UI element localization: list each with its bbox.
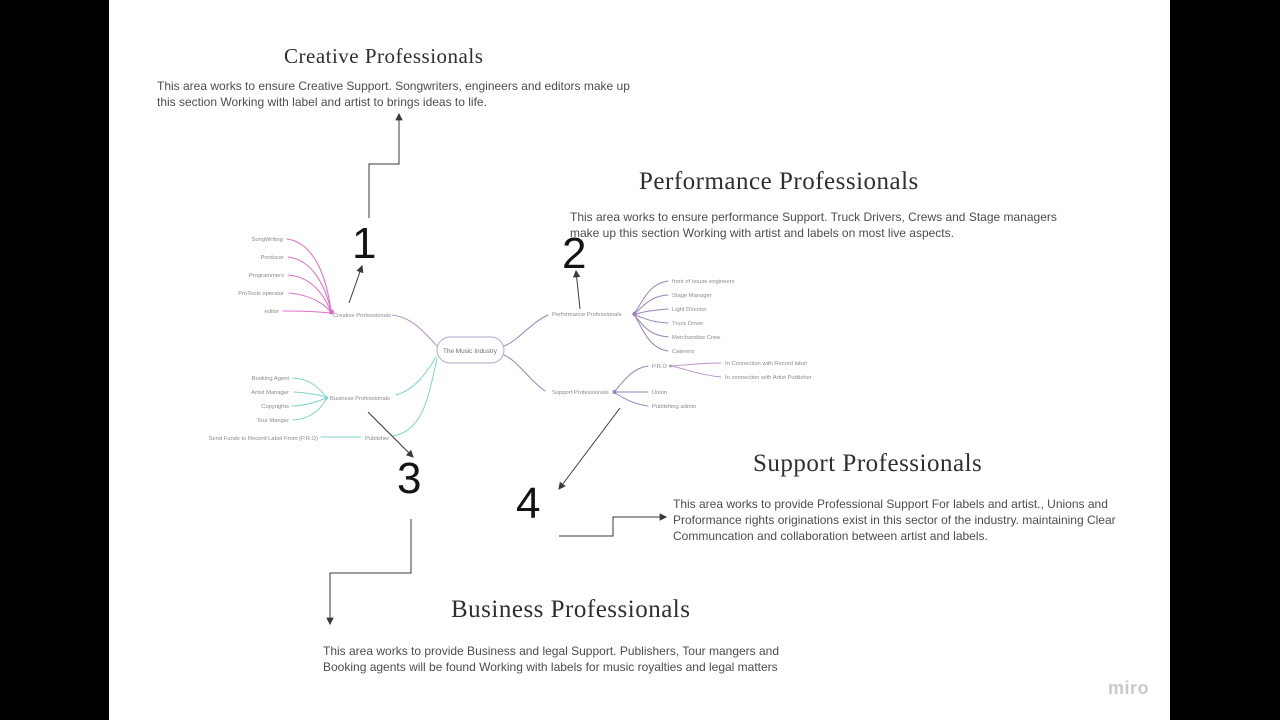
- connector-foh-engineers[interactable]: [634, 280, 669, 313]
- number-1[interactable]: 1: [352, 219, 377, 268]
- connector-editor[interactable]: [282, 310, 331, 314]
- connector-protools[interactable]: [288, 292, 332, 313]
- board-canvas[interactable]: [109, 0, 1170, 720]
- text-line: Booking agents will be found Working wit…: [323, 660, 778, 674]
- connector-caterers[interactable]: [634, 315, 669, 352]
- connector-copyrights[interactable]: [291, 397, 327, 407]
- arrow-support-node-to-4[interactable]: [558, 407, 621, 490]
- connector-publishing-admin[interactable]: [614, 392, 649, 407]
- connector-artist-manager[interactable]: [293, 391, 327, 398]
- support-description[interactable]: This area works to provide Professional …: [673, 496, 1116, 544]
- arrow-creative-node-to-1[interactable]: [348, 264, 364, 304]
- text-line: make up this section Working with artist…: [570, 226, 954, 240]
- text-line: This area works to ensure performance Su…: [570, 210, 1057, 224]
- support-junction-dot: [612, 390, 617, 394]
- number-3[interactable]: 3: [397, 454, 422, 503]
- annotation-arrows: [326, 112, 668, 626]
- connector-artist-publisher[interactable]: [670, 365, 722, 378]
- connector-producer[interactable]: [287, 256, 332, 312]
- connector-truck-driver[interactable]: [634, 314, 669, 324]
- node-creative-professionals[interactable]: Creative Professionals: [333, 313, 391, 319]
- node-tour-manger[interactable]: Tour Manger: [256, 418, 289, 424]
- connector-creative-root[interactable]: [391, 314, 438, 347]
- creative-title[interactable]: Creative Professionals: [284, 44, 484, 68]
- connector-programmers[interactable]: [287, 274, 332, 313]
- node-record-label-connection[interactable]: In Connection with Record label: [725, 361, 807, 367]
- node-stage-manager[interactable]: Stage Manager: [672, 293, 712, 299]
- node-pro[interactable]: P.R.O: [652, 364, 668, 370]
- support-title[interactable]: Support Professionals: [753, 450, 983, 477]
- arrow-business-node-to-3[interactable]: [367, 411, 414, 458]
- pro-children-curves: [670, 362, 722, 378]
- node-protools-operator[interactable]: ProTools operator: [238, 291, 284, 297]
- mindmap-root-label[interactable]: The Music Industry: [443, 348, 498, 355]
- connector-pro[interactable]: [614, 365, 649, 392]
- connector-tour-manger[interactable]: [292, 398, 327, 421]
- pro-junction-dot: [669, 364, 672, 368]
- arrow-3-to-business-text[interactable]: [326, 519, 412, 626]
- node-send-funds[interactable]: Send Funds to Record Label From (P.R.O): [209, 436, 319, 442]
- performance-description[interactable]: This area works to ensure performance Su…: [570, 209, 1057, 241]
- text-line: This area works to ensure Creative Suppo…: [157, 79, 630, 93]
- support-branch-curves: [503, 354, 649, 407]
- creative-branch-curves: [282, 238, 332, 314]
- node-copyrights[interactable]: Copyrights: [261, 404, 289, 410]
- connector-support-root[interactable]: [503, 354, 546, 392]
- connector-stage-manager[interactable]: [634, 294, 669, 314]
- creative-junction-dot: [329, 309, 334, 315]
- node-union[interactable]: Union: [652, 390, 667, 396]
- mindmap-root-node[interactable]: [436, 336, 505, 364]
- performance-title[interactable]: Performance Professionals: [639, 168, 919, 195]
- node-merchandise-crew[interactable]: Merchandise Crew: [672, 335, 721, 341]
- node-support-professionals[interactable]: Support Professionals: [552, 390, 609, 396]
- text-line: Communcation and collaboration between a…: [673, 529, 988, 543]
- node-programmers[interactable]: Programmers: [249, 273, 284, 279]
- node-artist-publisher-connection[interactable]: In connection with Artist Publisher: [725, 375, 812, 381]
- business-title[interactable]: Business Professionals: [451, 596, 691, 623]
- node-publishing-admin[interactable]: Publishing admin: [652, 404, 696, 410]
- performance-branch-curves: [503, 280, 669, 352]
- business-branch-curves: [291, 356, 438, 438]
- connector-performance-root[interactable]: [503, 314, 549, 347]
- node-artist-manager[interactable]: Artist Manager: [251, 390, 289, 396]
- node-caterers[interactable]: Caterers: [672, 349, 694, 355]
- node-producer[interactable]: Producer: [260, 255, 284, 261]
- business-description[interactable]: This area works to provide Business and …: [323, 643, 779, 675]
- performance-junction-dot: [632, 311, 637, 317]
- text-line: this section Working with label and arti…: [157, 95, 487, 109]
- node-truck-driver[interactable]: Truck Driver: [672, 321, 703, 327]
- node-editor[interactable]: editor: [264, 309, 279, 315]
- arrow-performance-node-to-2[interactable]: [572, 269, 581, 310]
- connector-songwriting[interactable]: [286, 238, 332, 312]
- node-performance-professionals[interactable]: Performance Professionals: [552, 312, 622, 318]
- connector-light-director[interactable]: [634, 308, 669, 315]
- connector-booking-agent[interactable]: [292, 377, 327, 398]
- node-songwriting[interactable]: SongWriting: [252, 237, 283, 243]
- connector-business-root[interactable]: [395, 356, 437, 396]
- number-4[interactable]: 4: [516, 479, 541, 528]
- text-line: This area works to provide Professional …: [673, 497, 1108, 511]
- arrow-4-to-support-text[interactable]: [559, 513, 668, 537]
- node-foh-engineers[interactable]: front of house engineers: [672, 279, 735, 285]
- node-booking-agent[interactable]: Booking Agent: [252, 376, 290, 382]
- text-line: Proformance rights originations exist in…: [673, 513, 1116, 527]
- creative-description[interactable]: This area works to ensure Creative Suppo…: [157, 78, 630, 110]
- node-light-director[interactable]: Light Director: [672, 307, 707, 313]
- business-junction-dot: [324, 396, 329, 400]
- connector-publisher-root[interactable]: [392, 358, 438, 437]
- number-2[interactable]: 2: [562, 229, 587, 278]
- miro-logo: miro: [1108, 678, 1150, 698]
- connector-record-label[interactable]: [670, 362, 722, 367]
- node-business-professionals[interactable]: Business Professionals: [330, 396, 390, 402]
- node-publisher[interactable]: Publisher: [365, 436, 389, 442]
- text-line: This area works to provide Business and …: [323, 644, 780, 658]
- connector-merchandise-crew[interactable]: [634, 315, 669, 338]
- arrow-1-to-creative-text[interactable]: [368, 112, 403, 218]
